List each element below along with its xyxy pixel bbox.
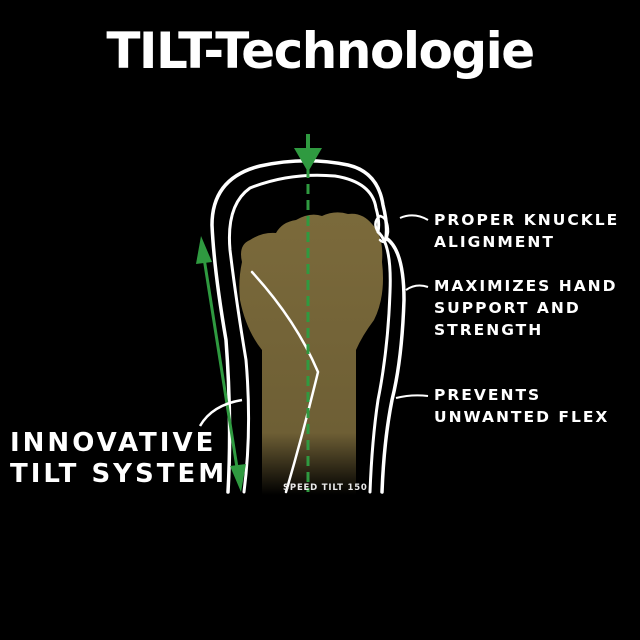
- top-arrow-head: [294, 148, 322, 172]
- callout-hand-support: MAXIMIZES HAND SUPPORT AND STRENGTH: [434, 277, 618, 339]
- callout-knuckle-alignment: PROPER KNUCKLE ALIGNMENT: [434, 211, 620, 251]
- tilt-system-label: INNOVATIVE TILT SYSTEM: [10, 428, 228, 489]
- boot-outer-shell: [210, 159, 406, 494]
- tilt-line: [250, 270, 320, 494]
- leader-tilt: [198, 398, 243, 427]
- page-title: TILT-Technologie: [106, 22, 535, 80]
- leader-knuckle: [399, 214, 429, 221]
- boot-inner-liner: [227, 173, 392, 494]
- leader-flex: [395, 394, 429, 399]
- fist-silhouette: [239, 212, 383, 495]
- tilt-arrow-shaft: [202, 257, 240, 475]
- tilt-arrow-head-top: [196, 236, 212, 264]
- model-label: SPEED TILT 150: [283, 483, 368, 493]
- knuckle-loop: [374, 214, 390, 243]
- leader-support: [405, 284, 429, 291]
- tilt-arrow-head-bottom: [230, 464, 246, 492]
- callout-unwanted-flex: PREVENTS UNWANTED FLEX: [434, 386, 610, 426]
